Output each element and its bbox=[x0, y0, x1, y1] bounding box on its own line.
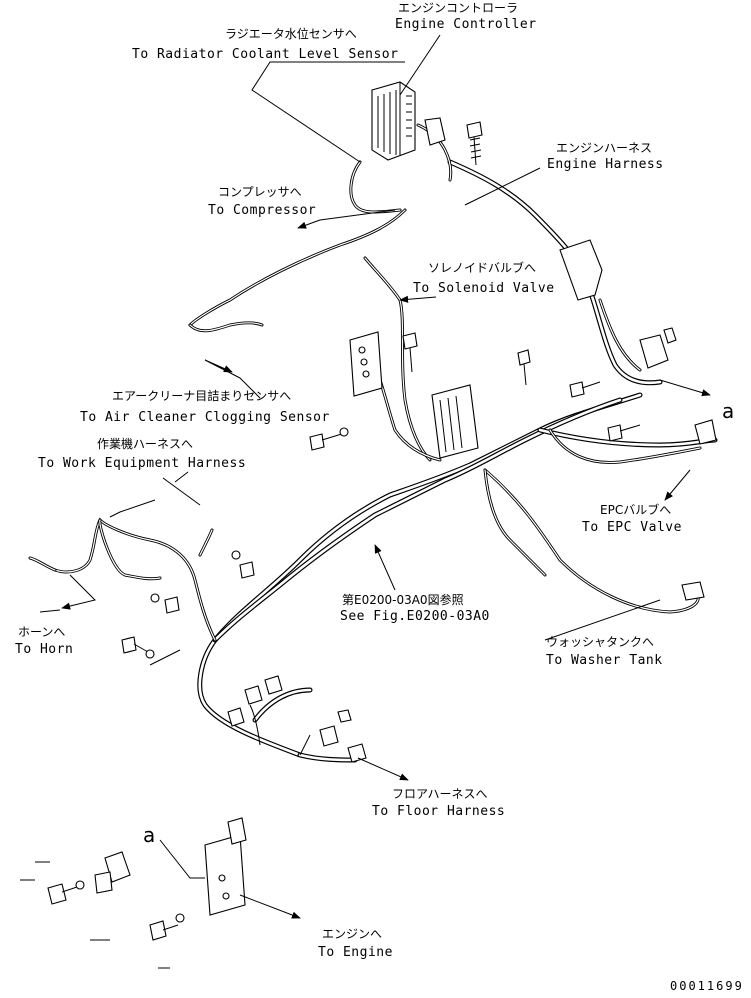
main-harness bbox=[197, 159, 718, 763]
horn-label-jp: ホーンへ bbox=[18, 625, 65, 639]
label-engine-harness: エンジンハーネス Engine Harness bbox=[547, 141, 664, 172]
work-equipment-label-en: To Work Equipment Harness bbox=[38, 456, 246, 471]
detail-a-bracket bbox=[47, 817, 247, 941]
washer-tank-label-jp: ウォッシャタンクへ bbox=[546, 635, 654, 649]
engine-controller-label-jp: エンジンコントローラ bbox=[398, 1, 518, 15]
label-floor-harness: フロアハーネスへ To Floor Harness bbox=[372, 787, 505, 819]
label-radiator-sensor: ラジエータ水位センサへ To Radiator Coolant Level Se… bbox=[132, 26, 398, 62]
detail-a-callout-bottom: a bbox=[143, 823, 155, 847]
label-engine-controller: エンジンコントローラ Engine Controller bbox=[395, 1, 537, 32]
detail-a-callout-right: a bbox=[722, 399, 734, 423]
label-compressor: コンプレッサへ To Compressor bbox=[208, 185, 316, 218]
label-air-cleaner: エアークリーナ目詰まりセンサへ To Air Cleaner Clogging … bbox=[80, 388, 330, 425]
label-epc-valve: EPCバルブへ To EPC Valve bbox=[582, 502, 682, 535]
engine-controller-label-en: Engine Controller bbox=[395, 17, 537, 32]
label-engine: エンジンへ To Engine bbox=[318, 927, 393, 960]
engine-label-en: To Engine bbox=[318, 945, 393, 960]
radiator-sensor-label-jp: ラジエータ水位センサへ bbox=[225, 26, 357, 41]
bolts-small bbox=[121, 332, 641, 659]
horn-label-en: To Horn bbox=[15, 642, 73, 657]
leader-lines bbox=[20, 34, 711, 969]
solenoid-label-en: To Solenoid Valve bbox=[413, 281, 555, 296]
secondary-wires bbox=[28, 123, 702, 642]
compressor-label-jp: コンプレッサへ bbox=[218, 185, 302, 199]
radiator-sensor-label-en: To Radiator Coolant Level Sensor bbox=[132, 47, 398, 62]
engine-controller-unit bbox=[371, 81, 446, 161]
air-cleaner-label-en: To Air Cleaner Clogging Sensor bbox=[80, 410, 330, 425]
epc-valve-label-en: To EPC Valve bbox=[582, 520, 682, 535]
label-see-fig: 第E0200-03A0図参照 See Fig.E0200-03A0 bbox=[340, 592, 490, 624]
floor-harness-label-jp: フロアハーネスへ bbox=[392, 787, 488, 801]
sleeve-tube bbox=[559, 239, 603, 301]
washer-tank-label-en: To Washer Tank bbox=[546, 653, 663, 668]
label-work-equipment: 作業機ハーネスへ To Work Equipment Harness bbox=[38, 436, 246, 471]
air-cleaner-label-jp: エアークリーナ目詰まりセンサへ bbox=[112, 388, 291, 403]
engine-label-jp: エンジンへ bbox=[322, 927, 382, 941]
center-bracket bbox=[349, 331, 479, 459]
engine-harness-label-jp: エンジンハーネス bbox=[556, 141, 652, 155]
label-horn: ホーンへ To Horn bbox=[15, 625, 73, 657]
floor-connectors bbox=[227, 675, 367, 763]
see-fig-label-en: See Fig.E0200-03A0 bbox=[340, 609, 490, 624]
epc-valve-label-jp: EPCバルブへ bbox=[600, 502, 671, 517]
floor-harness-label-en: To Floor Harness bbox=[372, 804, 505, 819]
work-equipment-label-jp: 作業機ハーネスへ bbox=[97, 436, 193, 451]
engine-harness-label-en: Engine Harness bbox=[547, 157, 664, 172]
figure-number: 00011699 bbox=[670, 979, 744, 993]
solenoid-label-jp: ソレノイドバルブへ bbox=[428, 260, 536, 275]
see-fig-label-jp: 第E0200-03A0図参照 bbox=[342, 592, 464, 607]
compressor-label-en: To Compressor bbox=[208, 203, 316, 218]
bolt-top bbox=[466, 121, 483, 166]
epc-connectors bbox=[639, 327, 717, 601]
label-solenoid: ソレノイドバルブへ To Solenoid Valve bbox=[413, 260, 555, 296]
label-washer-tank: ウォッシャタンクへ To Washer Tank bbox=[546, 635, 663, 668]
